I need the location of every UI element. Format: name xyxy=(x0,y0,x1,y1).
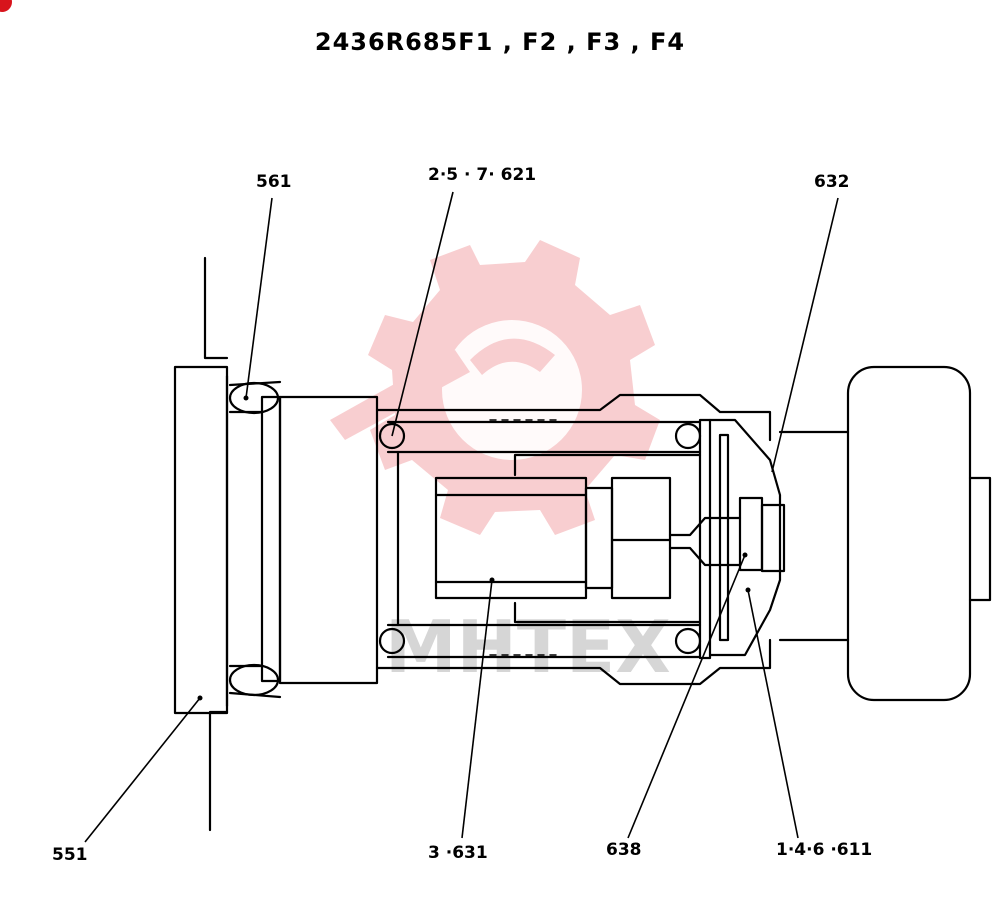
valve-block xyxy=(668,418,786,660)
cylinder-housing xyxy=(375,393,772,686)
spring-coil-upper-right xyxy=(674,422,702,450)
label-561: 561 xyxy=(256,172,292,192)
spring-coil-upper-left xyxy=(378,422,406,450)
label-1-4-6-611: 1·4·6 ·611 xyxy=(776,840,873,860)
flange-551 xyxy=(173,365,229,715)
drawing-title: 2436R685F1 , F2 , F3 , F4 xyxy=(314,28,686,56)
label-2-5-7-621: 2·5 · 7· 621 xyxy=(428,165,537,185)
label-3-631: 3 ·631 xyxy=(428,843,488,863)
watermark-gear-icon xyxy=(330,240,660,535)
leader-dots xyxy=(197,395,751,701)
centre-lines xyxy=(489,419,561,656)
output-shaft xyxy=(778,430,850,642)
motor-drum xyxy=(846,365,972,702)
piston-assembly xyxy=(434,453,702,624)
leader-lines xyxy=(84,191,839,843)
spring-coil-lower-right xyxy=(674,627,702,655)
corner-logo-icon xyxy=(0,0,12,12)
left-housing-outline xyxy=(203,256,229,832)
watermark-text: MHTEX xyxy=(385,605,671,689)
label-632: 632 xyxy=(814,172,850,192)
spring-coil-lower-left xyxy=(378,627,406,655)
label-638: 638 xyxy=(606,840,642,860)
shaft-end-cap xyxy=(968,476,992,602)
main-body xyxy=(228,395,379,685)
label-551: 551 xyxy=(52,845,88,865)
